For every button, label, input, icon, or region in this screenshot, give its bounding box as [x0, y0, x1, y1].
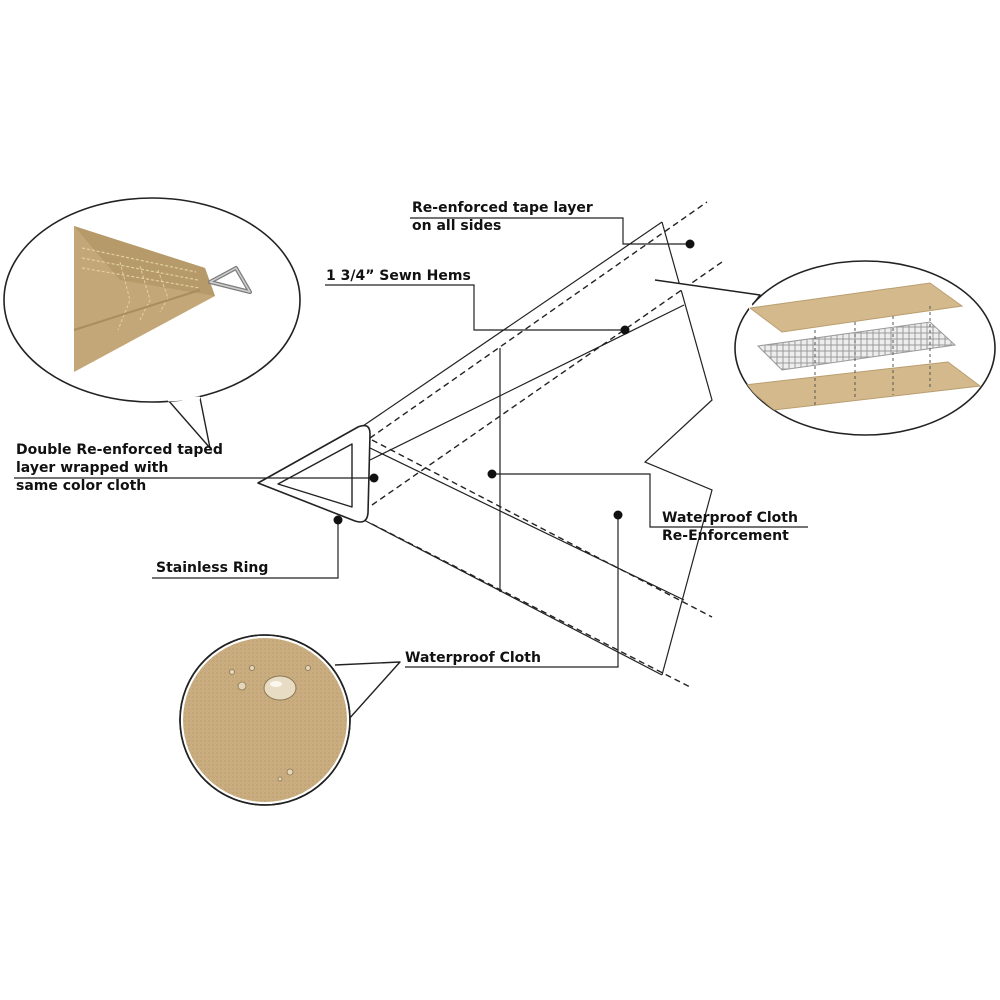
tape-layer-label-line2: on all sides	[412, 218, 502, 234]
layer-detail-bubble	[654, 260, 996, 436]
tape-layer-label-line1: Re-enforced tape layer	[412, 200, 593, 216]
cloth-reinforcement-label: Waterproof Cloth Re-Enforcement	[662, 509, 798, 545]
leader-dots	[333, 239, 695, 525]
three-layer-icon	[742, 282, 982, 411]
double-taped-label-line1: Double Re-enforced taped	[16, 442, 223, 458]
fabric-corner-icon	[73, 226, 252, 372]
leader-lines	[14, 217, 808, 668]
sewn-hems-label: 1 3/4” Sewn Hems	[326, 268, 471, 284]
corner-detail-bubble	[3, 197, 301, 449]
cloth-reinforcement-label-line1: Waterproof Cloth	[662, 510, 798, 526]
double-taped-label: Double Re-enforced taped layer wrapped w…	[16, 441, 223, 495]
stainless-ring-icon	[257, 424, 371, 523]
tape-layer-label: Re-enforced tape layer on all sides	[412, 199, 593, 235]
water-detail-bubble	[179, 634, 401, 806]
cloth-reinforcement-label-line2: Re-Enforcement	[662, 528, 789, 544]
waterproof-cloth-label: Waterproof Cloth	[405, 650, 541, 666]
double-taped-label-line2: layer wrapped with	[16, 460, 169, 476]
stainless-ring-label: Stainless Ring	[156, 560, 269, 576]
sail-corner-outline	[359, 221, 713, 676]
hem-dashed-lines	[369, 201, 723, 689]
double-taped-label-line3: same color cloth	[16, 478, 147, 494]
water-droplets-icon	[183, 638, 347, 802]
